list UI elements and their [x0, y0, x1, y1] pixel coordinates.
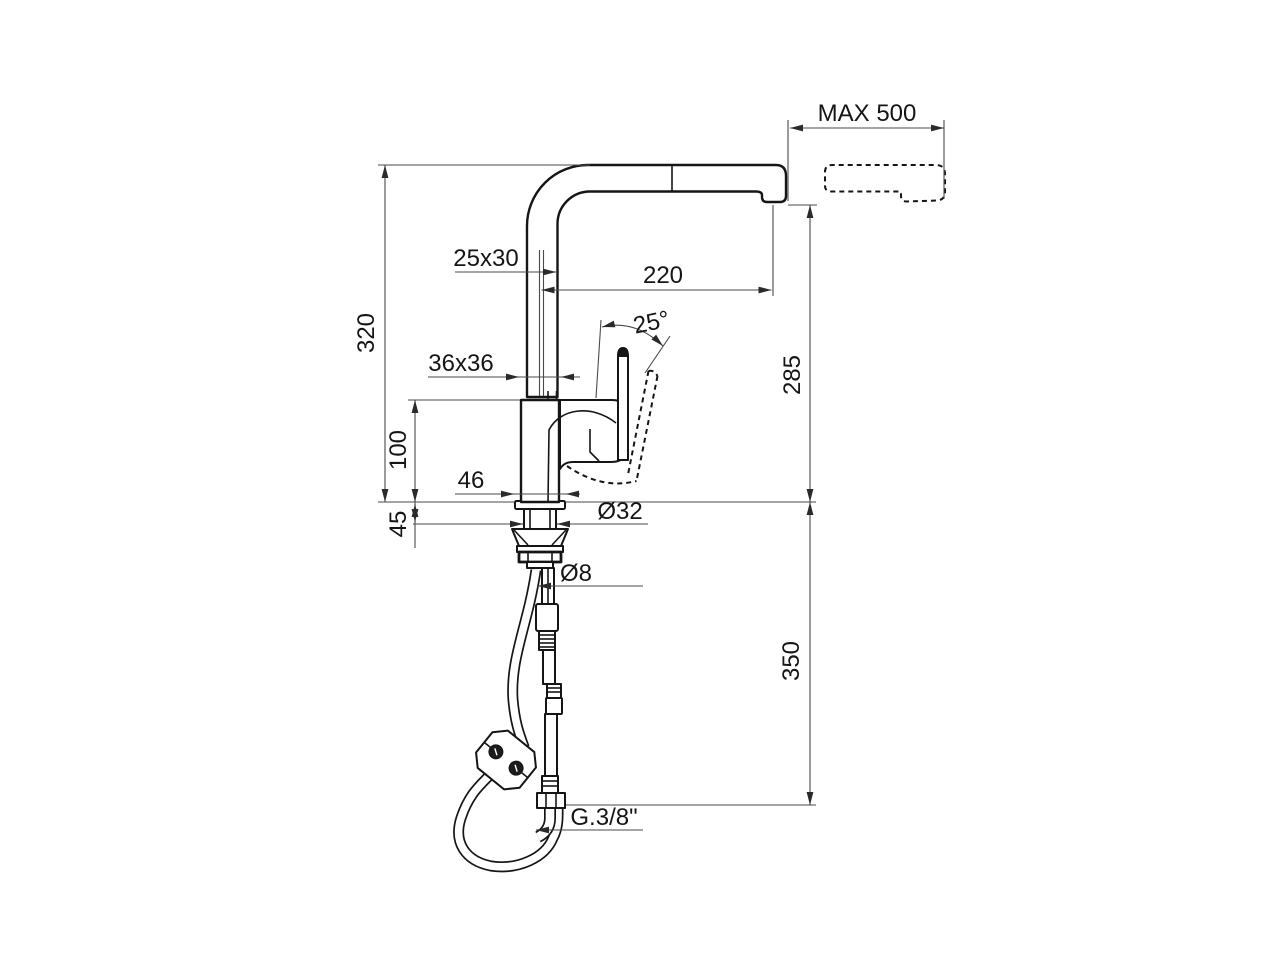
body-contour-line [547, 410, 617, 503]
dim-handle-angle: 25° [631, 306, 672, 340]
hose-weight [475, 729, 537, 791]
supply-nut [536, 792, 566, 809]
angle-arc [601, 320, 664, 347]
hose-connector [545, 697, 563, 715]
pullout-hose [453, 569, 564, 873]
dim-height-spout-top: 320 [353, 313, 380, 353]
angle-ray [644, 335, 671, 374]
dim-body-section: 36x36 [428, 350, 493, 377]
handle-sweep-dashed [566, 465, 637, 485]
dim-supply-thread: G.3/8" [570, 804, 637, 831]
dim-body-height: 100 [385, 430, 412, 470]
phantom-positions [566, 164, 946, 485]
hose-connector [535, 603, 559, 632]
supply-hose-end [535, 806, 556, 843]
handle-tilted-dashed [648, 369, 659, 377]
faucet-spout [525, 163, 788, 399]
dim-spout-tube-section: 25x30 [453, 245, 518, 272]
hose-assembly [453, 567, 566, 873]
mounting-hardware [511, 500, 569, 569]
housing-detail-line [589, 429, 600, 462]
handle-lever [617, 347, 629, 461]
dim-shank-diameter: Ø32 [597, 498, 642, 525]
threaded-shank [523, 508, 557, 530]
dim-below-deck-length: 350 [778, 641, 805, 681]
dim-base-width: 46 [458, 467, 485, 494]
hose-crimp [541, 775, 559, 794]
faucet [519, 163, 788, 504]
shank-end [526, 561, 554, 569]
dim-deck-thickness: 45 [385, 511, 412, 538]
supply-hose [535, 567, 566, 809]
handle-tilted-dashed [626, 370, 650, 478]
pullout-head-extended-dashed [824, 164, 946, 203]
dim-hose-diameter: Ø8 [560, 560, 592, 587]
handle-tilted-dashed [635, 375, 659, 482]
dim-max-pullout: MAX 500 [818, 100, 917, 127]
angle-ray [595, 319, 602, 399]
dim-spout-reach: 220 [643, 262, 683, 289]
reference-lines-behind [378, 501, 816, 806]
faucet-body [519, 398, 561, 504]
dim-outlet-height: 285 [779, 355, 806, 395]
dimension-lines [378, 120, 945, 834]
hose-ribs [546, 683, 562, 699]
handle-tip [618, 347, 628, 357]
mounting-nut [517, 550, 563, 564]
dimension-labels: MAX 500 220 25x30 36x36 46 Ø32 Ø8 G.3/8"… [353, 100, 916, 831]
